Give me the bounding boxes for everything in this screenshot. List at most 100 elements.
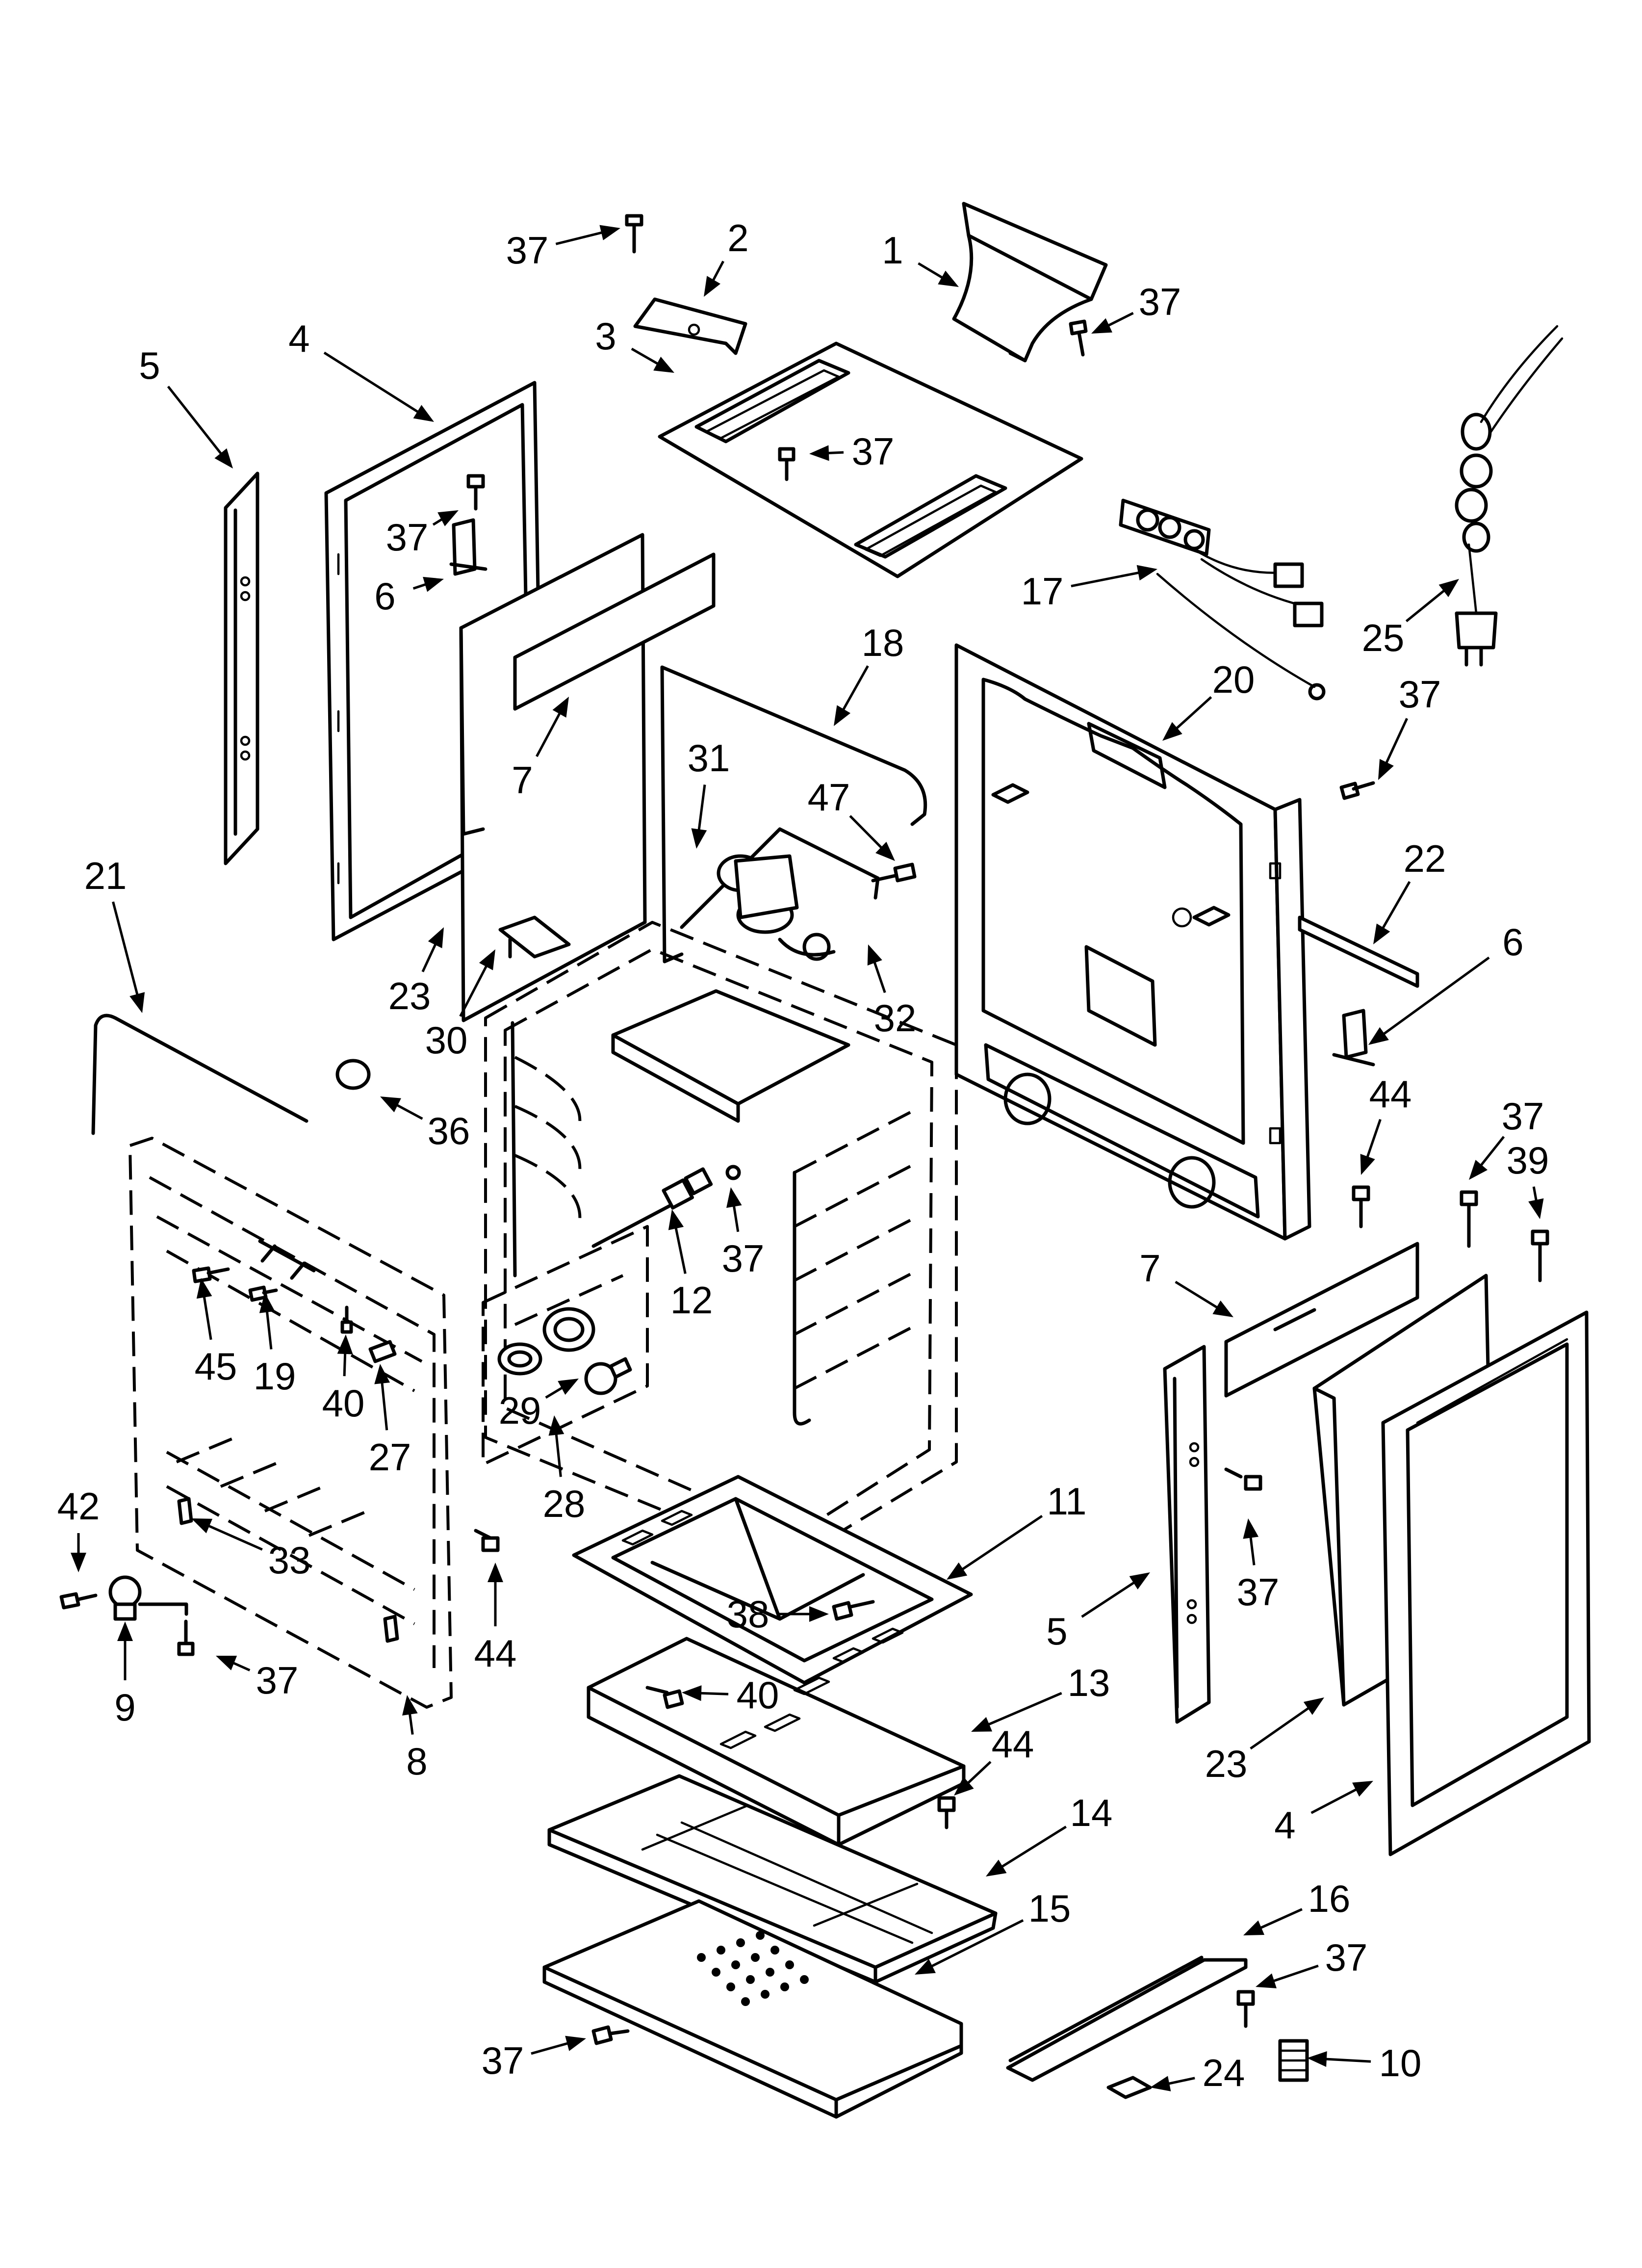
callout-c9: 9 [114, 1621, 136, 1729]
callout-number: 36 [428, 1109, 470, 1152]
leader-line [918, 262, 947, 281]
callout-number: 13 [1068, 1661, 1110, 1704]
callout-c47: 47 [808, 776, 895, 861]
part-10-leveling-leg-icon [1278, 2039, 1309, 2082]
arrowhead-icon [552, 697, 569, 718]
callout-number: 20 [1212, 658, 1255, 701]
leader-line [1256, 1908, 1303, 1931]
part-27-bumper-icon [368, 1340, 397, 1363]
callout-c37j: 37 [1256, 1936, 1367, 1988]
leader-line [421, 939, 438, 972]
leader-line [697, 784, 706, 834]
callout-c3: 3 [595, 314, 674, 373]
callout-number: 42 [57, 1485, 100, 1528]
part-6-right-clip [1332, 1009, 1375, 1067]
arrowhead-icon [196, 1278, 212, 1299]
callout-number: 37 [256, 1659, 299, 1702]
callout-c28: 28 [543, 1415, 585, 1525]
callout-number: 22 [1404, 837, 1446, 880]
part-32-valve-assembly [680, 827, 880, 961]
leader-line [1380, 881, 1411, 933]
callout-c25: 25 [1362, 579, 1459, 659]
screw-37-bottom-icon [591, 2025, 630, 2045]
part-7-right-insulation [1224, 1242, 1419, 1398]
screw-37-mid-top-icon [778, 447, 795, 481]
part-15-bottom-panel [542, 1899, 963, 2119]
arrowhead-icon [947, 1562, 968, 1580]
leader-line [631, 347, 662, 367]
part-20-rear-panel [954, 643, 1311, 1241]
callout-number: 37 [1502, 1095, 1544, 1138]
arrowhead-icon [1243, 1518, 1259, 1539]
callout-c23a: 23 [388, 927, 444, 1017]
leader-line [554, 1430, 562, 1477]
part-25-power-cord [1455, 325, 1564, 667]
callout-number: 16 [1308, 1877, 1351, 1920]
part-16-leveling-rail [1006, 1955, 1248, 2082]
callout-c32: 32 [867, 944, 917, 1040]
callout-number: 4 [288, 317, 309, 360]
callout-c15: 15 [915, 1887, 1071, 1975]
leader-line [1173, 696, 1212, 732]
callout-number: 1 [882, 229, 903, 272]
callout-c36: 36 [380, 1096, 470, 1152]
callout-c45: 45 [195, 1278, 237, 1388]
leader-line [1249, 1533, 1256, 1565]
callout-c19: 19 [254, 1293, 296, 1398]
leader-line [927, 1919, 1024, 1970]
callout-c17: 17 [1021, 565, 1157, 613]
leader-line [1071, 571, 1144, 588]
callout-c39: 39 [1507, 1139, 1549, 1219]
part-21-door-gasket [91, 1014, 308, 1135]
leader-line [392, 1102, 423, 1120]
callout-number: 23 [1205, 1742, 1248, 1785]
arrowhead-icon [1136, 565, 1157, 581]
callout-c33: 33 [191, 1518, 310, 1582]
callout-c6a: 6 [374, 574, 444, 618]
leader-line [1269, 1964, 1319, 1984]
callout-c5a: 5 [139, 344, 233, 469]
arrowhead-icon [1373, 923, 1390, 944]
cavity-top-plate [611, 989, 850, 1123]
arrowhead-icon [915, 1959, 936, 1975]
callout-number: 37 [1399, 673, 1441, 716]
arrowhead-icon [423, 576, 444, 592]
arrowhead-icon [565, 2035, 586, 2051]
callout-number: 40 [322, 1382, 365, 1425]
screw-37-door-bottom-icon [177, 1619, 195, 1656]
callout-c37c: 37 [809, 430, 894, 473]
screw-40-door-icon [340, 1305, 353, 1334]
arrowhead-icon [374, 1364, 390, 1384]
leader-line [673, 1223, 687, 1274]
arrowhead-icon [809, 1606, 829, 1622]
part-1-vent-duct [952, 202, 1108, 363]
callout-number: 12 [670, 1278, 713, 1322]
arrowhead-icon [1469, 1160, 1488, 1180]
callout-c37d: 37 [386, 510, 459, 559]
arrowhead-icon [558, 1379, 579, 1395]
callout-number: 32 [874, 996, 917, 1040]
leader-line [202, 1292, 212, 1340]
part-5-right-strip [1163, 1345, 1211, 1724]
part-28-light-assembly [482, 1225, 649, 1466]
callout-number: 40 [737, 1673, 779, 1717]
callout-c14: 14 [986, 1791, 1112, 1877]
callout-number: 18 [862, 621, 904, 664]
arrowhead-icon [954, 1776, 974, 1796]
leader-line [732, 1201, 740, 1232]
callout-c37e: 37 [1378, 673, 1441, 780]
arrowhead-icon [726, 1187, 742, 1208]
callout-number: 45 [195, 1345, 237, 1388]
callout-number: 14 [1070, 1791, 1113, 1834]
callout-number: 37 [386, 516, 429, 559]
arrowhead-icon [214, 448, 233, 469]
screw-37-right-icon [1460, 1190, 1478, 1248]
leader-line [167, 386, 225, 458]
callout-number: 33 [268, 1538, 311, 1582]
screw-44-right-icon [1352, 1185, 1370, 1228]
screw-47-icon [871, 862, 917, 883]
callout-number: 4 [1274, 1803, 1295, 1847]
callout-c42: 42 [57, 1485, 100, 1572]
callout-number: 8 [406, 1740, 427, 1783]
arrowhead-icon [1129, 1572, 1150, 1590]
